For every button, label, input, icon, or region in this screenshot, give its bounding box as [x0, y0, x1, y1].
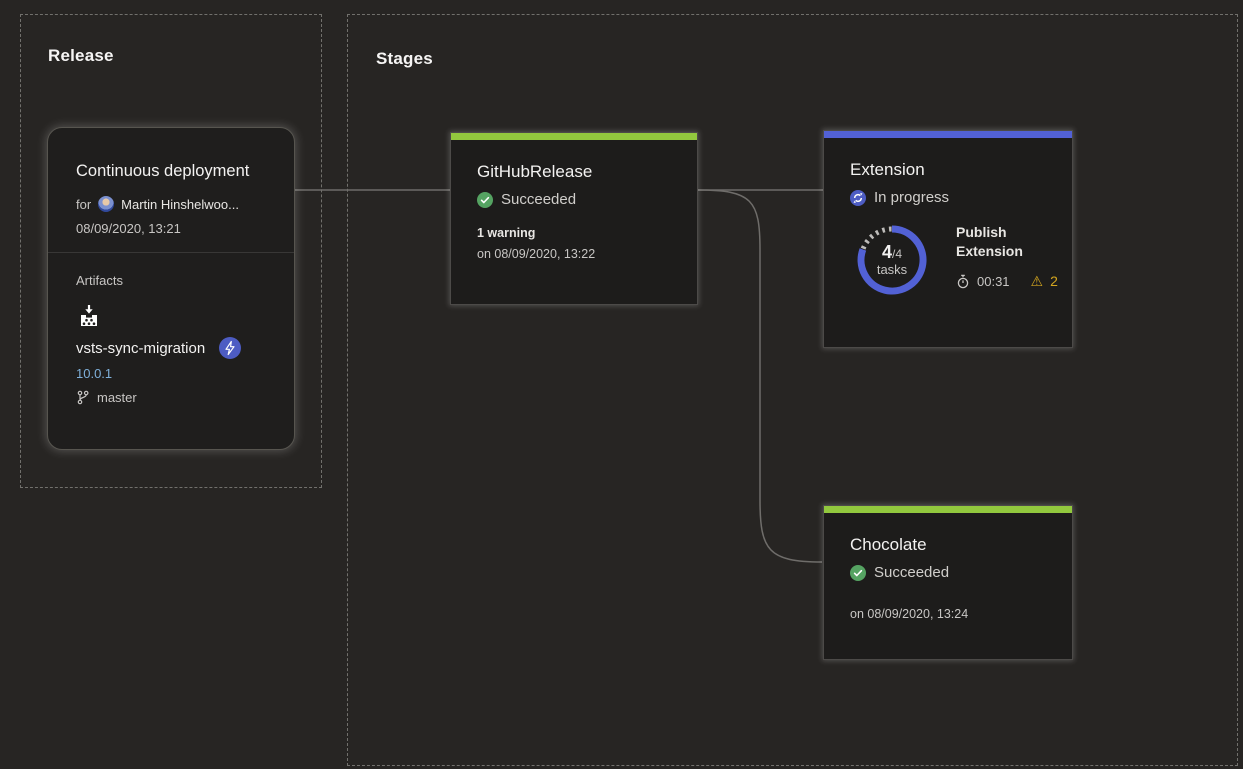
trigger-lightning-badge-icon: [219, 337, 242, 359]
artifact-name: vsts-sync-migration: [76, 339, 206, 357]
stage-card-chocolate[interactable]: Chocolate Succeeded on 08/09/2020, 13:24: [823, 505, 1073, 660]
stage-accent-bar: [451, 133, 697, 140]
artifact-row: vsts-sync-migration: [76, 337, 268, 359]
stopwatch-icon: [957, 274, 969, 289]
stage-accent-bar: [824, 131, 1072, 138]
requested-by-name: Martin Hinshelwoo...: [121, 196, 239, 212]
stage-card-extension[interactable]: Extension In progress: [823, 130, 1073, 348]
stage-card-githubrelease[interactable]: GitHubRelease Succeeded 1 warning on 08/…: [450, 132, 698, 305]
artifacts-heading: Artifacts: [76, 273, 123, 288]
avatar: [98, 196, 115, 212]
check-circle-icon: [850, 564, 866, 581]
stage-status-row: Succeeded: [850, 564, 1054, 581]
stage-accent-bar: [824, 506, 1072, 513]
stage-status-label: Succeeded: [874, 564, 950, 581]
stage-warning-line: 1 warning: [477, 226, 536, 240]
current-task-name[interactable]: Publish Extension: [956, 224, 1023, 259]
stage-title: Extension: [850, 160, 925, 179]
release-date: 08/09/2020, 13:21: [76, 221, 181, 236]
stage-title: Chocolate: [850, 535, 927, 554]
artifacts-section: Artifacts vsts-sync-migration 10.0.: [48, 252, 294, 405]
artifact-version-link[interactable]: 10.0.1: [76, 366, 113, 381]
sync-in-progress-icon: [850, 189, 866, 206]
artifact-branch: master: [97, 390, 137, 405]
release-requested-by-row: for Martin Hinshelwoo...: [76, 196, 268, 212]
package-download-icon: [81, 305, 97, 326]
stage-date-line: on 08/09/2020, 13:22: [477, 247, 596, 261]
elapsed-time: 00:31: [977, 273, 1010, 289]
warning-count[interactable]: 2: [1050, 273, 1058, 290]
task-count: 4/4: [881, 241, 903, 262]
stage-status-row: Succeeded: [477, 191, 679, 208]
release-panel-heading: Release: [48, 46, 114, 65]
release-title: Continuous deployment: [76, 162, 250, 180]
task-progress-ring: 4/4 tasks: [852, 220, 932, 300]
stages-panel-heading: Stages: [376, 49, 433, 68]
release-panel: Release: [20, 14, 322, 488]
check-circle-icon: [477, 191, 493, 208]
stage-title: GitHubRelease: [477, 162, 593, 181]
task-meta-row: 00:31 ⚠ 2: [956, 273, 1058, 290]
git-branch-icon: [77, 390, 89, 405]
stage-date-line: on 08/09/2020, 13:24: [850, 607, 969, 621]
task-count-label: tasks: [876, 261, 908, 277]
release-card[interactable]: Continuous deployment for Martin Hinshel…: [47, 127, 295, 450]
artifact-branch-row: master: [76, 390, 268, 405]
stage-status-label: In progress: [874, 189, 950, 206]
current-task-column: Publish Extension 00:31 ⚠ 2: [956, 220, 1058, 300]
stage-status-row: In progress: [850, 189, 1054, 206]
stages-panel: Stages: [347, 14, 1238, 766]
for-label: for: [76, 196, 92, 212]
warning-triangle-icon: ⚠: [1030, 272, 1044, 289]
connector-github-to-chocolate: [697, 189, 823, 563]
stage-status-label: Succeeded: [501, 191, 577, 208]
stage-progress-row: 4/4 tasks Publish Extension 00:31: [850, 220, 1058, 300]
